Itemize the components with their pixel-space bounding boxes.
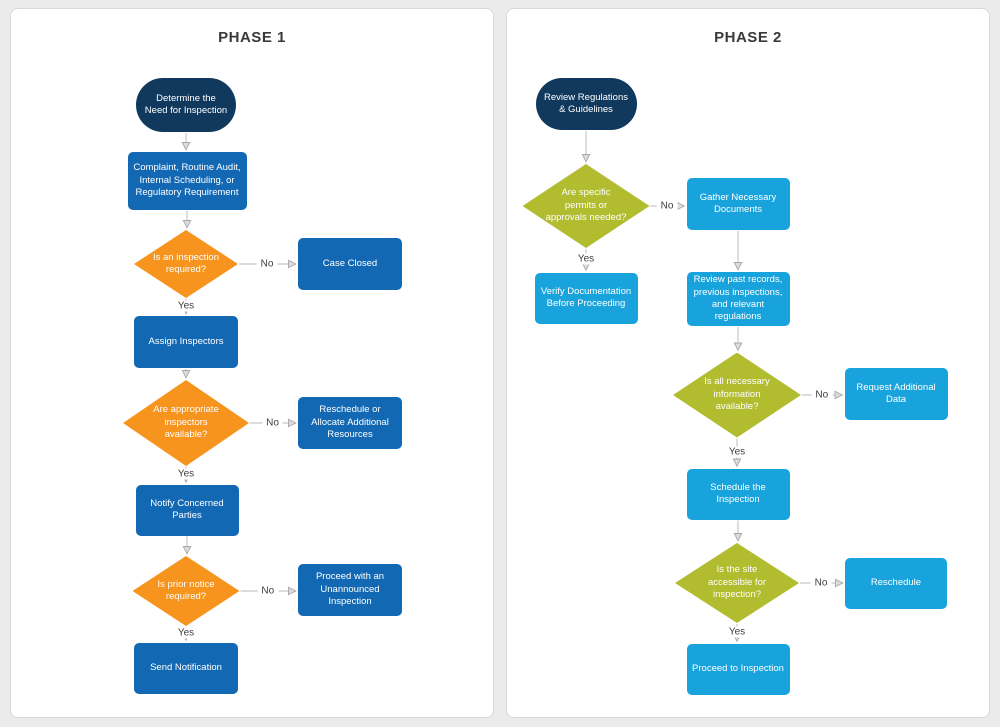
p2-review-past-records-shape: Review past records, previous inspection… [686,272,790,326]
node-label: Proceed to Inspection [692,662,784,674]
node-label: Verify Documentation Before Proceeding [540,285,632,309]
p1-send-notification-shape: Send Notification [134,642,238,694]
node-label: Gather Necessary Documents [699,191,777,215]
node-label: Case Closed [322,257,378,269]
node-label: Request Additional Data [856,381,936,405]
edge-label-no: No [656,200,678,212]
p1-notify-concerned-parties-shape: Notify Concerned Parties [135,484,239,536]
p2-verify-documentation-shape: Verify Documentation Before Proceeding [534,272,638,324]
edge-label-yes: Yes [173,300,199,312]
edge-label-yes: Yes [573,253,599,265]
node-label: Review Regulations & Guidelines [544,91,628,115]
edge-label-yes: Yes [724,446,750,458]
p1-assign-inspectors-shape: Assign Inspectors [134,316,238,368]
node-label: Send Notification [150,661,222,673]
node-label: Is the site accessible for inspection? [707,564,767,601]
node-label: Proceed with an Unannounced Inspection [315,571,385,608]
panel-title: PHASE 2 [714,29,782,46]
edge-label-yes: Yes [173,627,199,639]
node-label: Schedule the Inspection [710,481,766,505]
node-label: Is all necessary information available? [704,376,770,413]
edge-label-no: No [262,417,283,429]
node-label: Complaint, Routine Audit, Internal Sched… [133,162,241,199]
p1-trigger-sources-shape: Complaint, Routine Audit, Internal Sched… [127,152,247,210]
node-label: Notify Concerned Parties [150,497,224,521]
p1-case-closed-shape: Case Closed [298,238,402,290]
p2-schedule-inspection-shape: Schedule the Inspection [686,468,790,520]
p2-start-review-regulations-shape: Review Regulations & Guidelines [535,78,637,130]
node-label: Reschedule or Allocate Additional Resour… [311,404,389,441]
node-label: Determine the Need for Inspection [144,92,228,116]
panel-title: PHASE 1 [218,29,286,46]
p2-proceed-to-inspection-shape: Proceed to Inspection [686,643,790,695]
node-label: Reschedule [870,576,922,588]
node-label: Assign Inspectors [148,335,224,347]
node-label: Are specific permits or approvals needed… [545,187,627,224]
edge-label-no: No [811,389,833,401]
p1-start-determine-need-shape: Determine the Need for Inspection [136,78,236,132]
edge-label-no: No [256,258,278,270]
node-label: Review past records, previous inspection… [693,274,783,323]
p2-request-additional-data-shape: Request Additional Data [844,368,948,420]
p1-reschedule-allocate-resources-shape: Reschedule or Allocate Additional Resour… [298,397,402,449]
node-label: Is an inspection required? [152,251,219,275]
edge-label-no: No [810,577,832,589]
p2-reschedule-shape: Reschedule [845,557,947,609]
edge-label-no: No [257,585,279,597]
p2-gather-documents-shape: Gather Necessary Documents [686,178,790,230]
p1-unannounced-inspection-shape: Proceed with an Unannounced Inspection [298,564,402,616]
node-label: Are appropriate inspectors available? [153,404,219,441]
panel-phase-1: PHASE 1 [10,8,494,718]
node-label: Is prior notice required? [157,578,215,602]
edge-label-yes: Yes [724,626,750,638]
edge-label-yes: Yes [173,468,199,480]
